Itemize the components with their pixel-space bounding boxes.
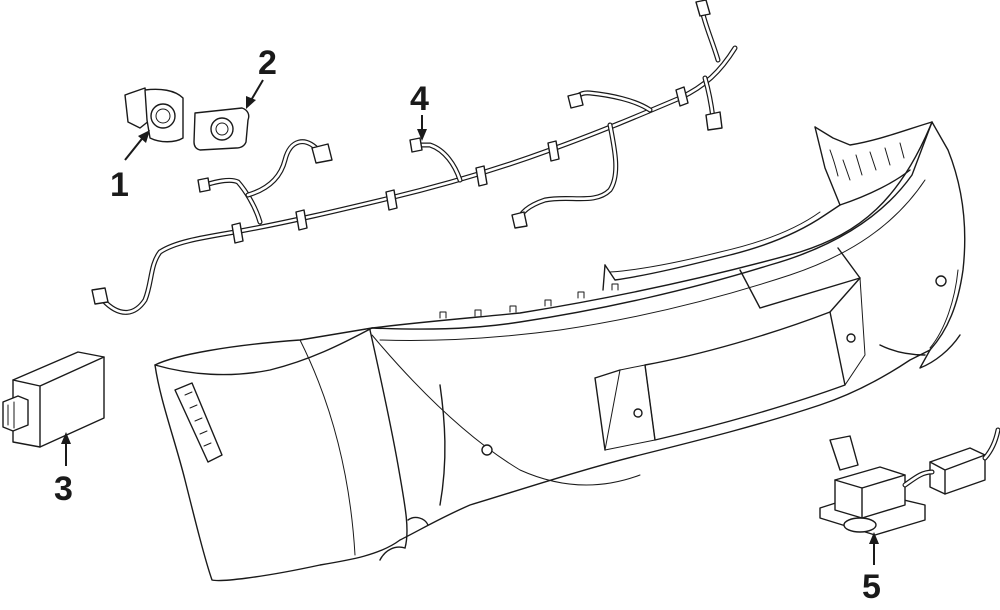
callout-3: 3 — [54, 432, 73, 508]
callout-4: 4 — [410, 80, 429, 141]
callout-label-1: 1 — [110, 166, 129, 204]
callout-label-2: 2 — [258, 44, 277, 82]
callout-5: 5 — [862, 532, 881, 606]
callout-1: 1 — [110, 130, 150, 204]
parking-sensor-part — [124, 87, 184, 143]
callout-2: 2 — [246, 44, 277, 109]
sensor-retainer-part — [193, 107, 250, 151]
rear-bumper-cover — [154, 121, 966, 582]
callout-label-4: 4 — [410, 80, 429, 118]
control-module-part — [2, 351, 105, 448]
wiring-harness-part — [91, 0, 738, 315]
callout-label-5: 5 — [862, 568, 881, 606]
callout-label-3: 3 — [54, 470, 73, 508]
rear-camera-part — [819, 427, 1000, 536]
